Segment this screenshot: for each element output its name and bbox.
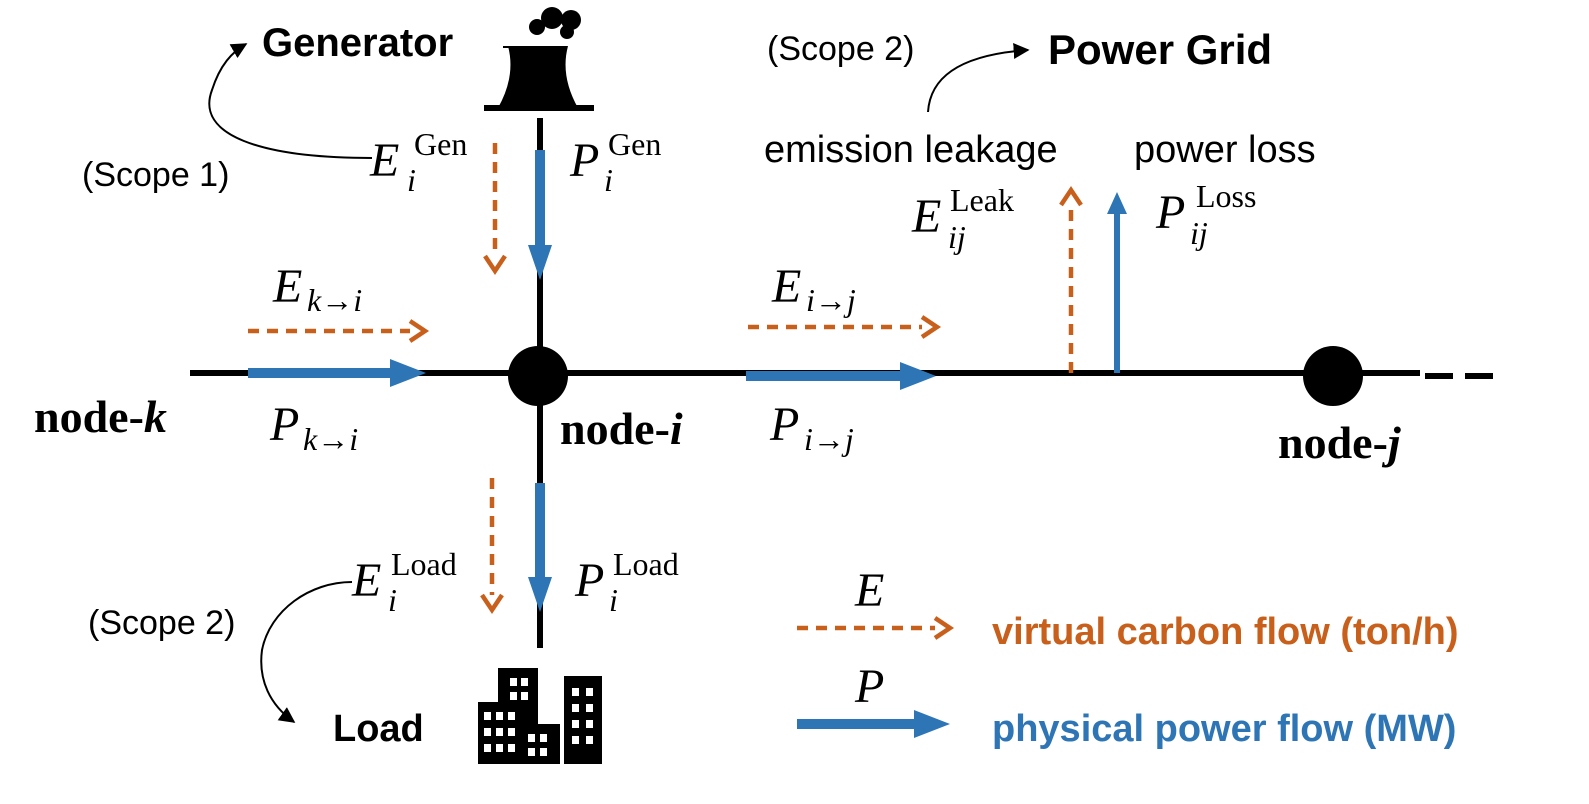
math-e-gen-sub: i [407, 162, 416, 198]
math-e-load-sup: Load [391, 546, 457, 582]
math-p-k-i: P [269, 398, 299, 451]
scope2-load-label: (Scope 2) [88, 604, 235, 642]
scope2-grid-label: (Scope 2) [767, 30, 914, 68]
scope2-grid-curve-arrow [927, 43, 1030, 113]
power-arrow-loss [1107, 192, 1127, 373]
power-arrow-legend [797, 710, 950, 738]
carbon-arrow-k-to-i [248, 319, 430, 343]
math-e-i-j-sub: i→j [806, 282, 856, 318]
math-p-gen-sup: Gen [608, 126, 661, 162]
power-plant-icon [484, 7, 594, 111]
math-p-k-i-sub: k→i [303, 421, 358, 457]
node-i-label: node-i [560, 403, 683, 454]
carbon-arrow-leak [1059, 185, 1083, 373]
math-p-gen-sub: i [604, 162, 613, 198]
math-e-leak: E [911, 190, 941, 243]
math-e-i-j: E [771, 260, 801, 313]
math-e-load: E [351, 554, 381, 607]
carbon-arrow-i-to-j [748, 315, 942, 339]
math-e-leak-sup: Leak [950, 182, 1014, 218]
power-loss-label: power loss [1134, 129, 1316, 171]
math-p-loss: P [1155, 186, 1185, 239]
power-grid-label: Power Grid [1048, 26, 1272, 73]
load-label: Load [333, 708, 424, 750]
generator-label: Generator [262, 21, 453, 65]
math-p-loss-sub: ij [1190, 215, 1208, 251]
math-p-i-j-sub: i→j [804, 421, 854, 457]
carbon-arrow-gen [483, 143, 507, 276]
math-e-k-i: E [272, 260, 302, 313]
math-p-load: P [574, 554, 604, 607]
math-e-leak-sub: ij [948, 219, 966, 255]
math-p-load-sup: Load [613, 546, 679, 582]
scope1-label: (Scope 1) [82, 156, 229, 194]
math-p-load-sub: i [609, 582, 618, 618]
node-k-label: node-k [34, 391, 167, 442]
power-arrow-k-to-i [248, 359, 426, 387]
math-e-gen-sup: Gen [414, 126, 467, 162]
node-j-dot [1303, 346, 1363, 406]
legend-power-symbol: P [854, 660, 884, 713]
carbon-arrow-legend [797, 616, 955, 640]
legend-carbon-label: virtual carbon flow (ton/h) [992, 611, 1459, 653]
math-e-k-i-sub: k→i [307, 282, 362, 318]
scope2-load-curve-arrow [260, 581, 353, 723]
legend-power-label: physical power flow (MW) [992, 708, 1456, 750]
power-arrow-gen [528, 150, 552, 280]
math-p-loss-sup: Loss [1196, 178, 1256, 214]
math-p-gen: P [569, 134, 599, 187]
emission-leakage-label: emission leakage [764, 129, 1058, 171]
power-arrow-i-to-j [746, 362, 936, 390]
power-arrow-load [528, 483, 552, 612]
math-e-gen: E [369, 134, 399, 187]
legend-carbon-symbol: E [854, 564, 884, 617]
carbon-arrow-load [480, 478, 504, 615]
buildings-icon [478, 668, 602, 764]
node-i-dot [508, 346, 568, 406]
math-e-load-sub: i [388, 582, 397, 618]
math-p-i-j: P [769, 398, 799, 451]
scope1-curve-arrow [208, 43, 373, 159]
node-j-label: node-j [1278, 417, 1401, 468]
